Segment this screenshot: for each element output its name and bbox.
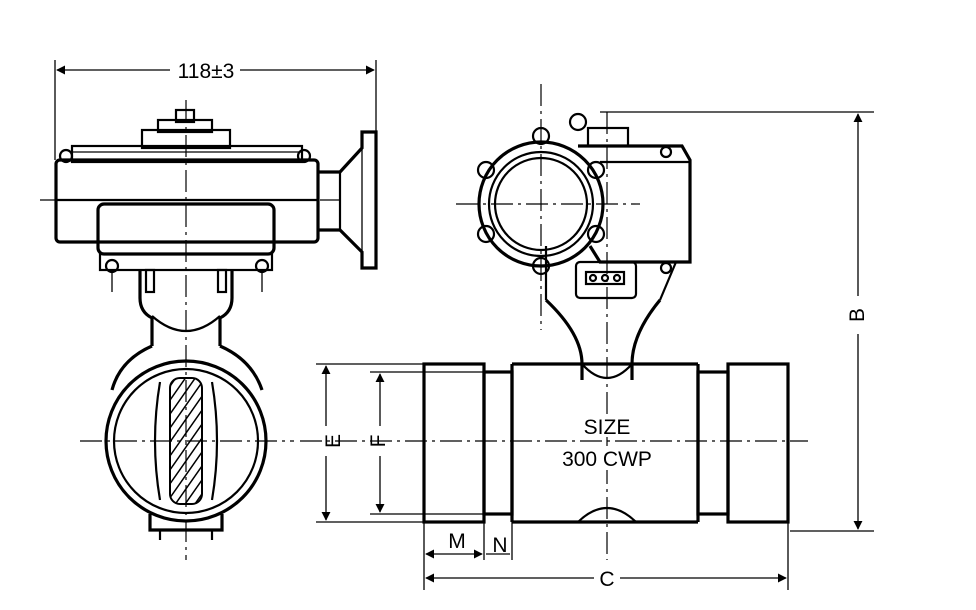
valve-neck <box>138 270 234 346</box>
left-end-coupling <box>422 362 486 524</box>
width-label: 118±3 <box>178 60 235 83</box>
side-view: 118±3 <box>40 60 378 560</box>
gearbox-front <box>578 144 692 264</box>
yoke <box>544 298 662 380</box>
indicator-cap <box>156 118 214 134</box>
size-text: SIZE <box>584 416 631 439</box>
handwheel-flange <box>318 130 378 270</box>
name-plate <box>574 260 638 300</box>
pressure-text: 300 CWP <box>562 448 652 471</box>
f-label: F <box>367 435 390 448</box>
front-view: B E F M N C SIZE 300 CWP <box>300 84 874 591</box>
right-end-coupling <box>726 362 790 524</box>
c-label: C <box>599 568 614 591</box>
n-label: N <box>492 534 507 557</box>
handwheel-inner <box>487 150 595 258</box>
cover-bolt-left <box>58 148 74 164</box>
e-label: E <box>322 434 345 448</box>
indicator-top <box>586 126 630 148</box>
m-label: M <box>448 530 466 553</box>
indicator-nut <box>174 108 196 124</box>
cover-bolt-right <box>296 148 312 164</box>
b-label: B <box>846 308 869 322</box>
